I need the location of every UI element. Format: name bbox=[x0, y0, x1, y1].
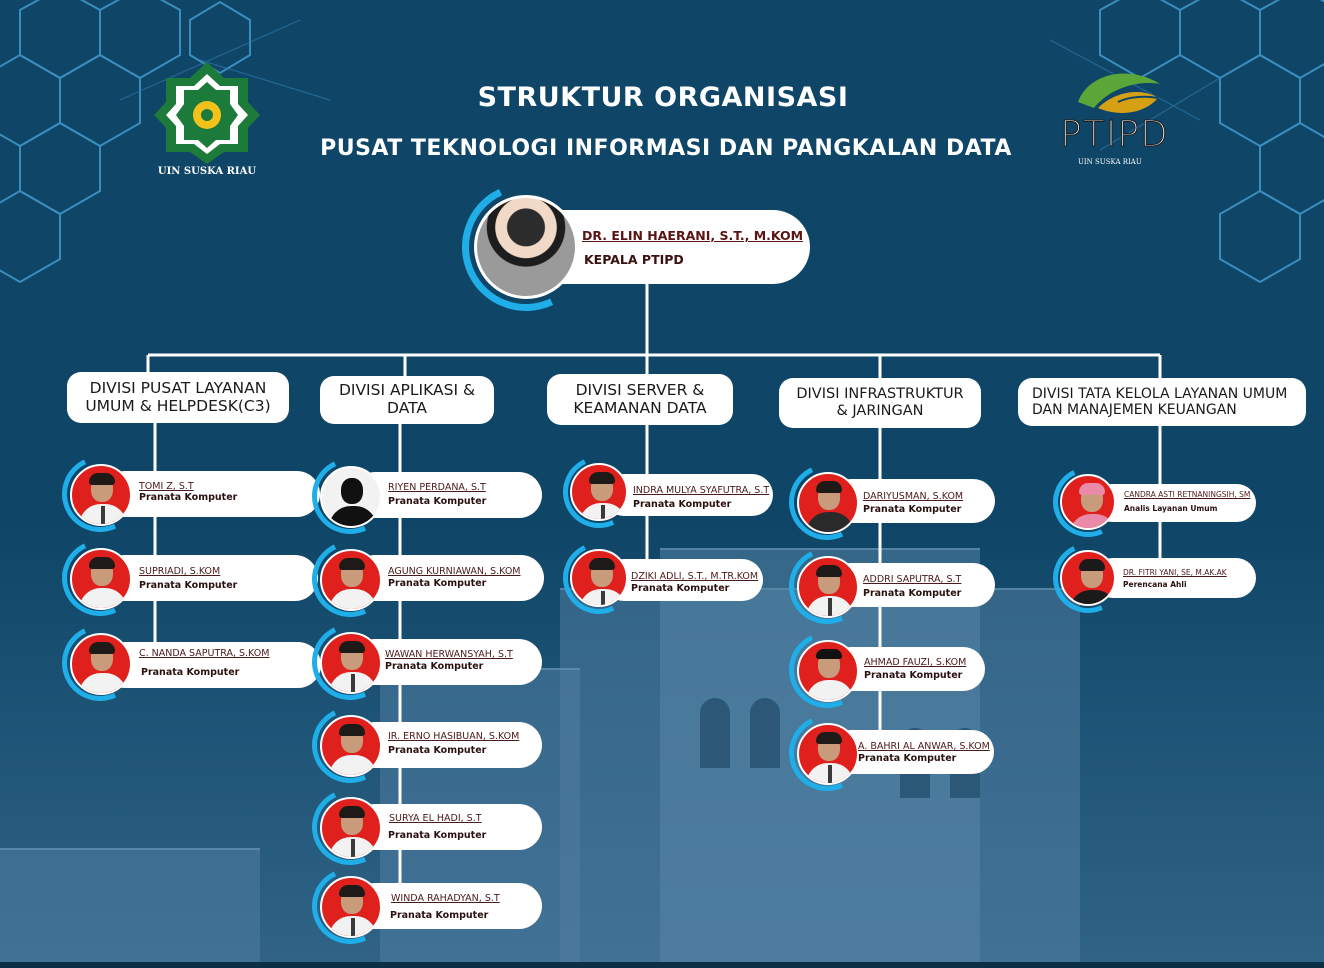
division-title: DIVISI TATA KELOLA LAYANAN UMUM DAN MANA… bbox=[1032, 385, 1288, 418]
member-name: WINDA RAHADYAN, S.T bbox=[391, 893, 500, 904]
division-box-tata-kelola: DIVISI TATA KELOLA LAYANAN UMUM DAN MANA… bbox=[1018, 378, 1306, 426]
member-role: Pranata Komputer bbox=[385, 661, 484, 672]
member-name: SURYA EL HADI, S.T bbox=[389, 813, 482, 824]
member-role: Perencana Ahli bbox=[1123, 580, 1187, 589]
member-role: Pranata Komputer bbox=[864, 670, 963, 681]
member-role: Pranata Komputer bbox=[631, 583, 730, 594]
member-role: Pranata Komputer bbox=[863, 504, 962, 515]
left-logo-caption: UIN SUSKA RIAU bbox=[157, 166, 257, 177]
member-role: Pranata Komputer bbox=[141, 667, 240, 678]
member-name: DR. FITRI YANI, SE, M.AK.AK bbox=[1123, 568, 1227, 577]
uin-suska-logo: UIN SUSKA RIAU bbox=[152, 60, 262, 180]
division-box-aplikasi: DIVISI APLIKASI & DATA bbox=[320, 376, 494, 424]
right-logo-wordmark: PTIPD bbox=[1060, 114, 1169, 156]
right-logo-caption: UIN SUSKA RIAU bbox=[1078, 158, 1142, 166]
member-name: A. BAHRI AL ANWAR, S.KOM bbox=[858, 741, 990, 752]
member-role: Pranata Komputer bbox=[139, 492, 238, 503]
head-role: KEPALA PTIPD bbox=[584, 252, 684, 267]
member-name: WAWAN HERWANSYAH, S.T bbox=[385, 649, 513, 660]
member-role: Pranata Komputer bbox=[388, 578, 487, 589]
division-title: DIVISI SERVER & KEAMANAN DATA bbox=[573, 380, 707, 417]
member-role: Pranata Komputer bbox=[863, 588, 962, 599]
head-photo bbox=[474, 195, 578, 299]
member-role: Pranata Komputer bbox=[388, 496, 487, 507]
member-name: RIYEN PERDANA, S.T bbox=[388, 482, 486, 493]
member-name: IR. ERNO HASIBUAN, S.KOM bbox=[388, 731, 520, 742]
member-role: Analis Layanan Umum bbox=[1124, 504, 1218, 513]
head-name: DR. ELIN HAERANI, S.T., M.KOM bbox=[582, 228, 804, 243]
division-title: DIVISI APLIKASI & DATA bbox=[338, 381, 476, 417]
member-role: Pranata Komputer bbox=[390, 910, 489, 921]
member-name: CANDRA ASTI RETNANINGSIH, SM bbox=[1124, 490, 1251, 499]
division-title: DIVISI INFRASTRUKTUR & JARINGAN bbox=[796, 386, 964, 419]
member-role: Pranata Komputer bbox=[858, 753, 957, 764]
ptipd-logo: PTIPD UIN SUSKA RIAU bbox=[1058, 62, 1168, 172]
bottom-bar bbox=[0, 962, 1324, 968]
member-name: DZIKI ADLI, S.T., M.TR.KOM bbox=[631, 571, 759, 582]
member-name: TOMI Z, S.T bbox=[139, 481, 194, 492]
page-title: STRUKTUR ORGANISASI bbox=[477, 82, 849, 113]
member-role: Pranata Komputer bbox=[388, 830, 487, 841]
division-title: DIVISI PUSAT LAYANAN UMUM & HELPDESK(C3) bbox=[85, 378, 271, 415]
member-name: C. NANDA SAPUTRA, S.KOM bbox=[139, 648, 270, 659]
member-name: AGUNG KURNIAWAN, S.KOM bbox=[388, 566, 521, 577]
division-box-server: DIVISI SERVER & KEAMANAN DATA bbox=[547, 374, 733, 425]
member-name: SUPRIADI, S.KOM bbox=[139, 566, 221, 577]
member-name: ADDRI SAPUTRA, S.T bbox=[863, 574, 962, 585]
member-name: DARIYUSMAN, S.KOM bbox=[863, 491, 964, 502]
division-box-helpdesk: DIVISI PUSAT LAYANAN UMUM & HELPDESK(C3) bbox=[67, 372, 289, 423]
page-subtitle: PUSAT TEKNOLOGI INFORMASI DAN PANGKALAN … bbox=[320, 136, 1012, 161]
member-role: Pranata Komputer bbox=[139, 580, 238, 591]
member-name: INDRA MULYA SYAFUTRA, S.T bbox=[633, 485, 770, 496]
member-name: AHMAD FAUZI, S.KOM bbox=[864, 657, 967, 668]
division-box-infrastruktur: DIVISI INFRASTRUKTUR & JARINGAN bbox=[779, 378, 981, 428]
member-role: Pranata Komputer bbox=[388, 745, 487, 756]
member-role: Pranata Komputer bbox=[633, 499, 732, 510]
